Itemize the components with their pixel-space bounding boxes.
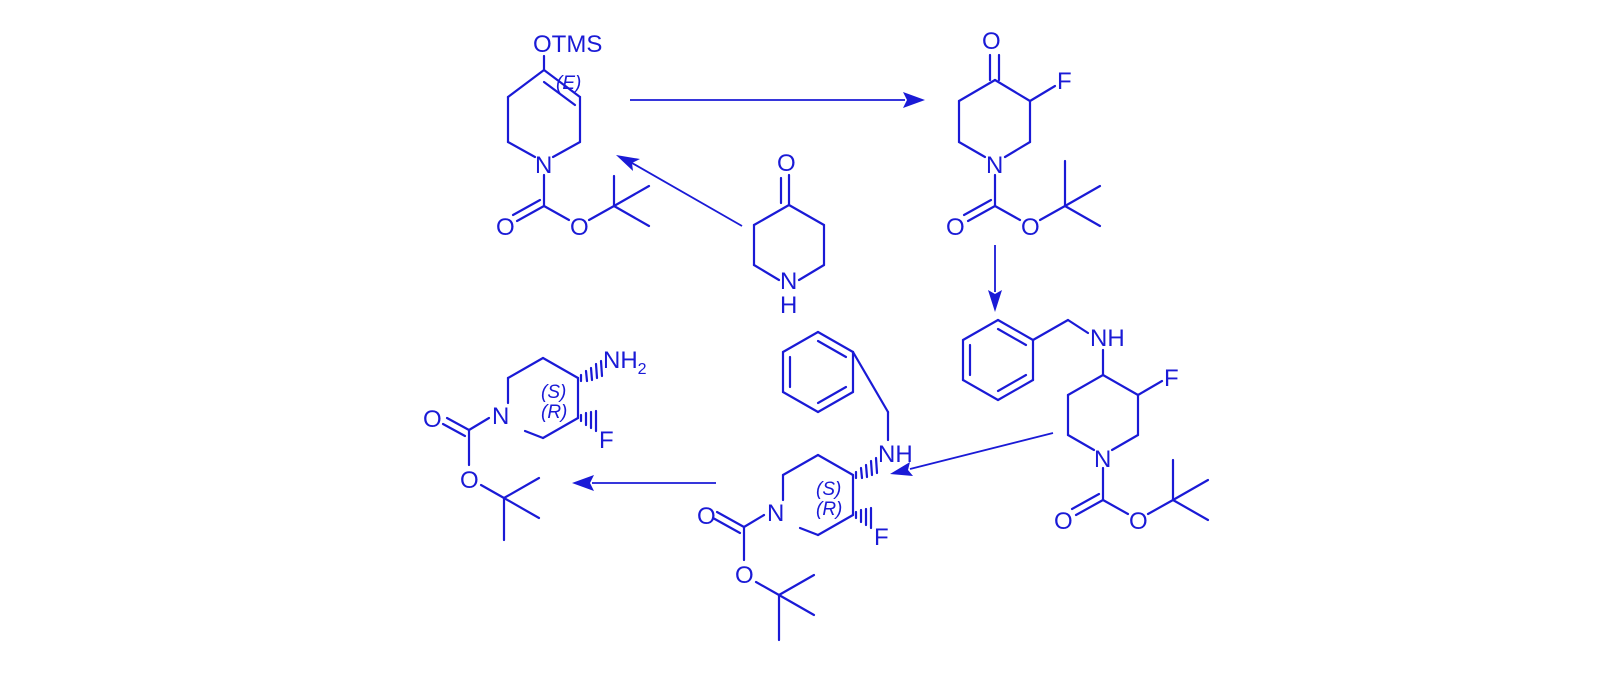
molecule-benzylamino-fluoropiperidine: NH F N O O <box>961 318 1210 535</box>
atom-carbonyl-oxygen: O <box>697 503 716 530</box>
atom-nitrogen: N <box>986 152 1003 179</box>
arrow-piperidone-to-enol <box>616 155 743 227</box>
atom-carbonyl-oxygen: O <box>423 406 442 433</box>
stereo-label-s: (S) <box>816 479 841 500</box>
arrow-amine-to-chiral-amine <box>890 432 1054 476</box>
atom-ester-oxygen: O <box>1129 508 1148 535</box>
stereo-label-e: (E) <box>556 73 581 94</box>
atom-fluorine: F <box>1057 68 1072 95</box>
arrow-fluoroketone-to-amine <box>988 245 1002 312</box>
arrow-chiral-amine-to-product <box>572 475 716 491</box>
hashed-wedge-nh2 <box>579 359 604 383</box>
arrows <box>572 92 1054 491</box>
atom-ester-oxygen: O <box>570 214 589 241</box>
atom-ester-oxygen: O <box>735 562 754 589</box>
molecule-chiral-benzylamine: NH F N O O (S) (R) <box>697 330 913 642</box>
molecule-silyl-enol-ether: OTMS N O O (E) <box>496 31 651 241</box>
hashed-wedge-f <box>854 506 873 530</box>
atom-ester-oxygen: O <box>1021 214 1040 241</box>
atom-nitrogen: N <box>492 403 509 430</box>
hashed-wedge-f <box>579 409 598 433</box>
atom-ester-oxygen: O <box>460 467 479 494</box>
atom-amine-nh: NH <box>878 441 913 468</box>
atom-fluorine: F <box>874 524 889 551</box>
stereo-label-r: (R) <box>816 499 842 520</box>
atom-amine-nh: NH <box>1090 325 1125 352</box>
arrow-enol-to-fluoroketone <box>630 92 925 108</box>
atom-nitrogen: N <box>535 152 552 179</box>
hashed-wedge-nh <box>854 456 879 480</box>
atom-ketone-oxygen: O <box>982 28 1001 55</box>
atom-otms: OTMS <box>533 31 602 58</box>
molecule-piperidone: O N H <box>752 150 826 319</box>
molecule-aminofluoropiperidine-product: NH2 F N O O (S) (R) <box>423 347 647 542</box>
molecule-fluoropiperidone: O F N O O <box>946 28 1102 241</box>
atom-hydrogen: H <box>780 292 797 319</box>
atom-nitrogen: N <box>780 268 797 295</box>
stereo-label-s: (S) <box>541 382 566 403</box>
atom-carbonyl-oxygen: O <box>1054 508 1073 535</box>
atom-amino-nh2: NH2 <box>603 347 647 378</box>
atom-carbonyl-oxygen: O <box>496 214 515 241</box>
atom-ketone-oxygen: O <box>777 150 796 177</box>
atom-nitrogen: N <box>1094 446 1111 473</box>
atom-fluorine: F <box>1164 365 1179 392</box>
atom-carbonyl-oxygen: O <box>946 214 965 241</box>
atom-fluorine: F <box>599 427 614 454</box>
atom-nitrogen: N <box>767 500 784 527</box>
stereo-label-r: (R) <box>541 402 567 423</box>
